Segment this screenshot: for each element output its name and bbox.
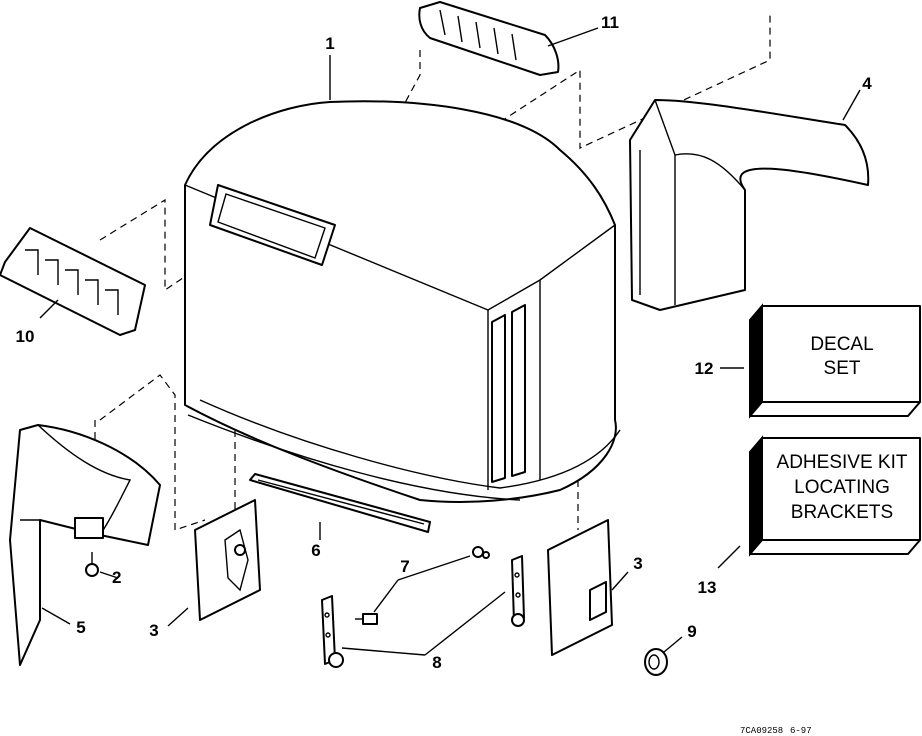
drawing-reference: 7CA09258 6-97 [740, 726, 812, 736]
part-3-right-bracket-plate [547, 519, 613, 656]
part-12-decal-set-box: DECAL SET [749, 303, 921, 419]
callout-13: 13 [698, 578, 717, 597]
part-3-left-bracket-plate [194, 499, 261, 621]
part-13-adhesive-kit-box: ADHESIVE KIT LOCATING BRACKETS [749, 435, 921, 557]
callout-3-left: 3 [149, 621, 158, 640]
callout-12: 12 [695, 359, 714, 378]
callout-4: 4 [862, 74, 872, 93]
callout-1: 1 [325, 34, 334, 53]
callout-3-right: 3 [633, 554, 642, 573]
callout-8: 8 [432, 653, 441, 672]
part-7-fasteners [355, 546, 490, 625]
leader-lines [39, 27, 861, 656]
decal-box-line1: DECAL [810, 334, 873, 355]
callout-numbers: 1 2 3 3 4 5 6 7 8 9 10 11 12 13 [16, 13, 873, 672]
callout-9: 9 [687, 622, 696, 641]
callout-2: 2 [112, 568, 121, 587]
callout-6: 6 [311, 541, 320, 560]
part-5-front-cover [9, 424, 161, 666]
adhesive-box-line1: ADHESIVE KIT [777, 452, 908, 473]
decal-box-line2: SET [824, 358, 861, 379]
drawing-date: 6-97 [790, 726, 812, 736]
callout-5: 5 [76, 618, 85, 637]
adhesive-box-line2: LOCATING [794, 477, 890, 498]
part-10-side-grille [0, 227, 146, 336]
adhesive-box-line3: BRACKETS [791, 502, 893, 523]
callout-7: 7 [400, 557, 409, 576]
callout-11: 11 [601, 13, 619, 32]
part-6-seal-strip [249, 473, 431, 533]
part-2-screw [85, 552, 99, 577]
part-8-latch-brackets [321, 555, 525, 668]
part-9-grommet [644, 648, 668, 676]
part-4-rear-cover [629, 99, 870, 311]
callout-10: 10 [16, 327, 35, 346]
part-11-vent-grille [418, 1, 560, 76]
part-1-top-cowl [184, 100, 621, 503]
drawing-id: 7CA09258 [740, 726, 783, 736]
